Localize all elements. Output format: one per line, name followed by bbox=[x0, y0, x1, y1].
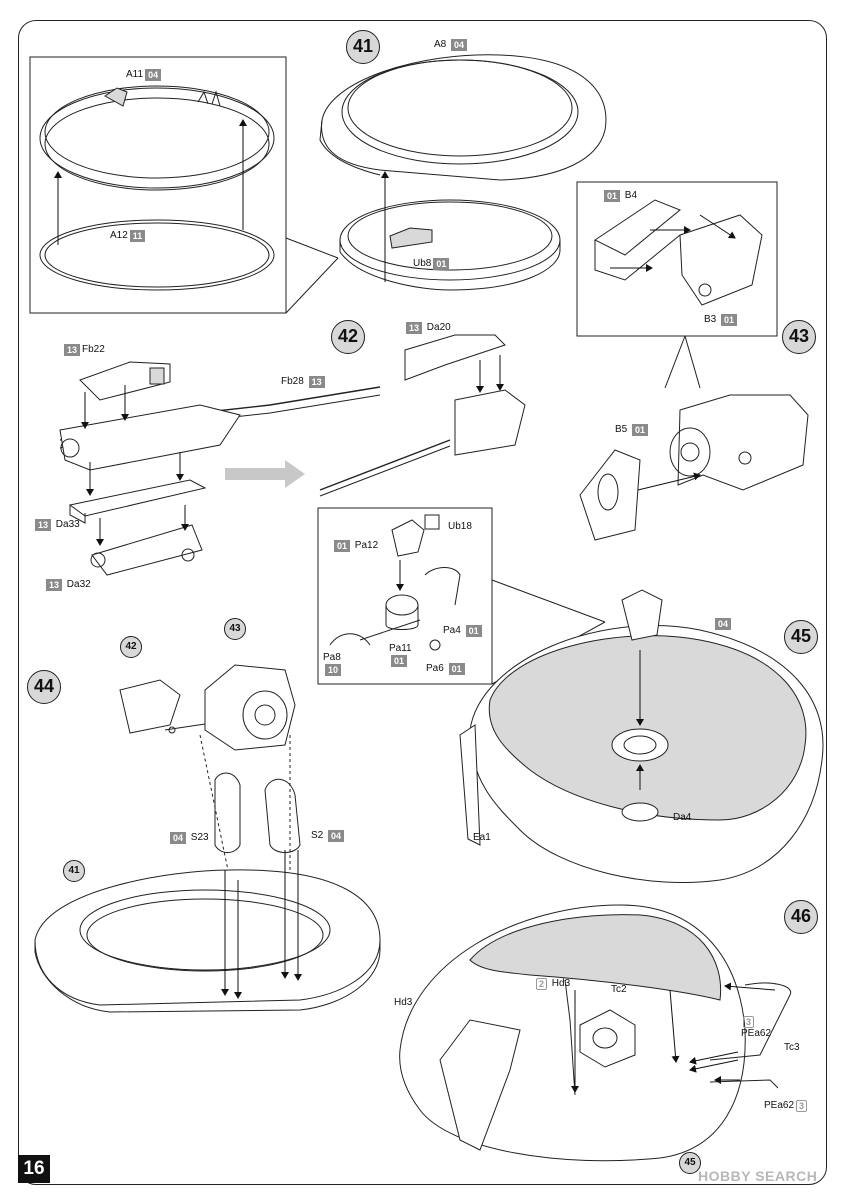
part-label-b5: B5 01 bbox=[615, 424, 650, 436]
part-label-tc3: Tc3 bbox=[784, 1042, 800, 1053]
part-label-pa4: Pa4 01 bbox=[443, 625, 484, 637]
step-43-badge: 43 bbox=[782, 320, 816, 354]
step-45 bbox=[459, 589, 824, 883]
part-label-pa6: Pa6 01 bbox=[426, 663, 467, 675]
part-label-da33: 13 Da33 bbox=[33, 519, 80, 531]
ref-41: 41 bbox=[63, 860, 85, 882]
step-41-main bbox=[319, 54, 607, 291]
part-label-fb28: Fb28 13 bbox=[281, 376, 327, 388]
page-number: 16 bbox=[18, 1155, 50, 1183]
part-label-ea1: Ea1 bbox=[473, 832, 491, 843]
part-label-ub18: Ub18 bbox=[448, 521, 472, 532]
part-label-b4: 01 B4 bbox=[602, 190, 637, 202]
part-label-pa12: 01 Pa12 bbox=[332, 540, 378, 552]
step-46-badge: 46 bbox=[784, 900, 818, 934]
step-41-badge: 41 bbox=[346, 30, 380, 64]
part-label-da20: 13 Da20 bbox=[404, 322, 451, 334]
ref-43: 43 bbox=[224, 618, 246, 640]
step-43-inset bbox=[576, 181, 778, 389]
part-label-b3: B3 01 bbox=[704, 314, 739, 326]
part-label-hd3-left: Hd3 bbox=[394, 997, 413, 1008]
part-label-hd3-center: 2 Hd3 bbox=[534, 978, 570, 990]
step-42-right bbox=[319, 334, 526, 497]
part-label-tc2: Tc2 bbox=[611, 984, 627, 995]
step-41-inset bbox=[29, 56, 339, 314]
part-label-s2: S2 04 bbox=[311, 830, 346, 842]
step-46 bbox=[399, 904, 792, 1162]
ref-45: 45 bbox=[679, 1152, 701, 1174]
ref-42: 42 bbox=[120, 636, 142, 658]
part-label-hull-sprue: 04 bbox=[713, 618, 733, 630]
step-45-badge: 45 bbox=[784, 620, 818, 654]
step-42-badge: 42 bbox=[331, 320, 365, 354]
part-label-s23: 04 S23 bbox=[168, 832, 209, 844]
watermark: HOBBY SEARCH bbox=[698, 1168, 818, 1184]
step-44 bbox=[34, 664, 381, 1013]
part-label-da32: 13 Da32 bbox=[44, 579, 91, 591]
step-44-badge: 44 bbox=[27, 670, 61, 704]
part-label-da4: Da4 bbox=[673, 812, 692, 823]
step-43-main bbox=[579, 394, 809, 541]
direction-arrow bbox=[225, 460, 305, 488]
step-42-left bbox=[59, 361, 381, 576]
part-label-a8: A8 04 bbox=[434, 39, 469, 51]
